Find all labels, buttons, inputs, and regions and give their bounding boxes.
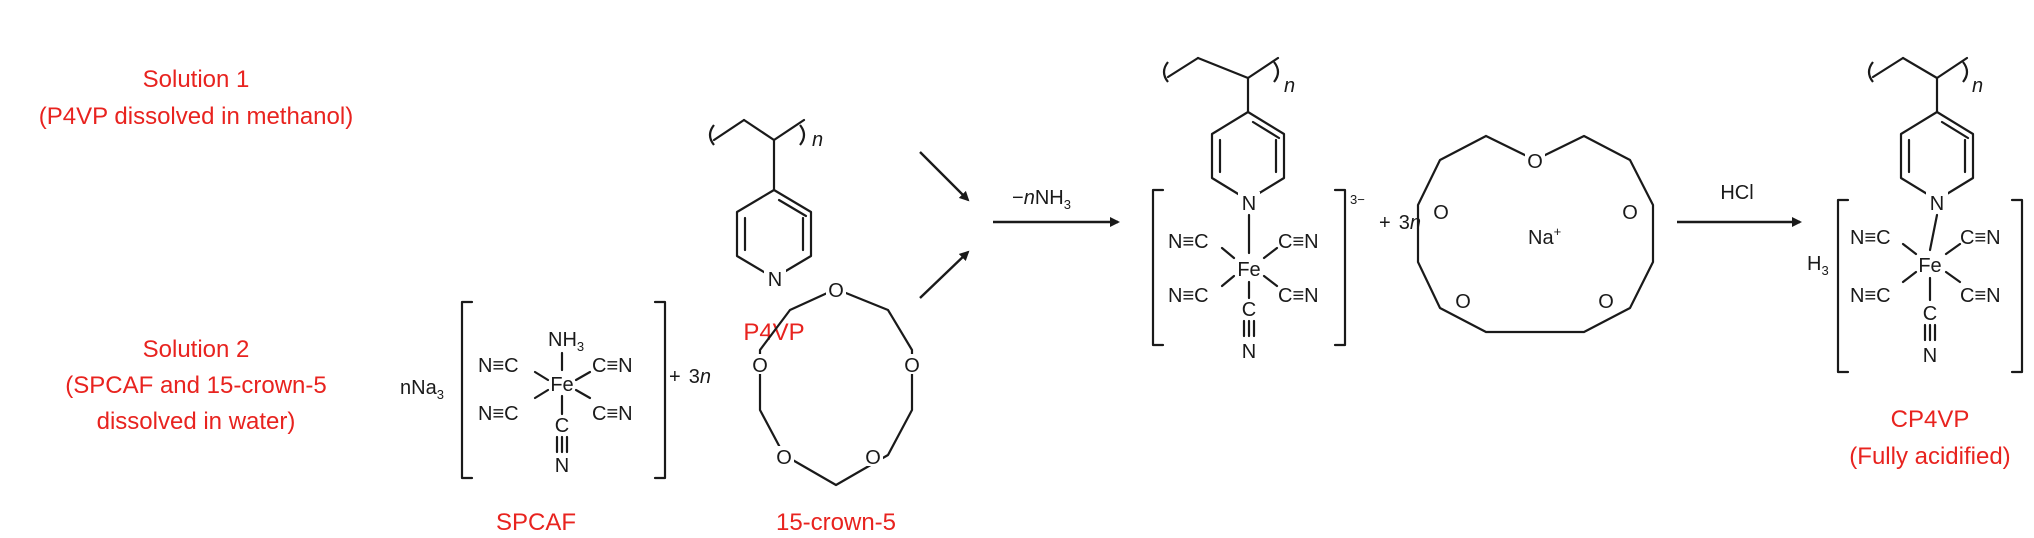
spcaf-coefficient: nNa3 [400, 377, 444, 402]
cp4vp-h3: H3 [1807, 253, 1829, 278]
cp4vp-cyano-bottom-c: C [1923, 303, 1937, 325]
spcaf-cyano-upper-right: C≡N [592, 355, 633, 377]
crown-na-o1: O [1527, 151, 1543, 173]
p4vp-structure [708, 118, 813, 280]
product-cyano-bottom-c: C [1242, 299, 1256, 321]
solution2-line3: dissolved in water) [97, 408, 296, 435]
arrow2-label: HCl [1720, 182, 1753, 204]
crown-na-o2: O [1622, 202, 1638, 224]
spcaf-cyano-lower-right: C≡N [592, 403, 633, 425]
product-cyano-upper-left: N≡C [1168, 231, 1209, 253]
crown-na-o5: O [1433, 202, 1449, 224]
spcaf-cyano-upper-left: N≡C [478, 355, 519, 377]
crown-left-o1: O [828, 280, 844, 302]
solution1-title: Solution 1 [143, 66, 250, 93]
product-repeat-n: n [1284, 75, 1295, 97]
spcaf-structure: NH3 Fe N≡C C≡N N≡C C≡N C N [478, 329, 633, 477]
cp4vp-sublabel: (Fully acidified) [1849, 443, 2010, 470]
arrow1-label: −nNH3 [1012, 187, 1071, 212]
crown-left-o2: O [904, 355, 920, 377]
product-polymer [1162, 56, 1286, 202]
cp4vp-pyridine-n: N [1930, 193, 1944, 215]
spcaf-label: SPCAF [496, 509, 576, 536]
crown-na-o4: O [1455, 291, 1471, 313]
solution-labels: Solution 1 (P4VP dissolved in methanol) … [39, 66, 353, 435]
cp4vp-fe-atom: Fe [1918, 255, 1941, 277]
spcaf-cyano-lower-left: N≡C [478, 403, 519, 425]
product-pyridine-n: N [1242, 193, 1256, 215]
spcaf-brackets [460, 300, 667, 480]
cp4vp-cyano-upper-right: C≡N [1960, 227, 2001, 249]
crown-ether-na [1416, 134, 1655, 334]
spcaf-cyano-bottom-c: C [555, 415, 569, 437]
cp4vp-cyano-lower-left: N≡C [1850, 285, 1891, 307]
spcaf-fe-atom: Fe [550, 374, 573, 396]
p4vp-n-atom: N [768, 269, 782, 291]
crown-left-o4: O [776, 447, 792, 469]
product-fe-atom: Fe [1237, 259, 1260, 281]
solution2-line2: (SPCAF and 15-crown-5 [65, 372, 326, 399]
crown-left-o3: O [865, 447, 881, 469]
crown-ether-left [758, 287, 914, 487]
crown-left-o5: O [752, 355, 768, 377]
product-brackets [1151, 188, 1347, 347]
sodium-ion: Na+ [1528, 224, 1561, 249]
p4vp-repeat-n: n [812, 129, 823, 151]
product-fe-center: Fe N≡C C≡N N≡C C≡N C N [1168, 213, 1319, 363]
product-charge: 3− [1350, 192, 1365, 207]
arrow-from-solution1 [919, 151, 970, 202]
product-cyano-lower-left: N≡C [1168, 285, 1209, 307]
product-cyano-bottom-n: N [1242, 341, 1256, 363]
cp4vp-brackets [1836, 198, 2024, 374]
crown-na-oxygens: O O O O O [1431, 150, 1640, 313]
cp4vp-label: CP4VP [1891, 406, 1970, 433]
solution1-description: (P4VP dissolved in methanol) [39, 103, 353, 130]
crown-label: 15-crown-5 [776, 509, 896, 536]
cp4vp-cyano-lower-right: C≡N [1960, 285, 2001, 307]
cp4vp-repeat-n: n [1972, 75, 1983, 97]
spcaf-cyano-bottom-n: N [555, 455, 569, 477]
cp4vp-polymer [1867, 56, 1975, 202]
crown-left-oxygens: O O O O O [750, 279, 922, 469]
crown-na-o3: O [1598, 291, 1614, 313]
plus-3n-crown: +3n [669, 366, 711, 388]
spcaf-nh3: NH3 [548, 329, 584, 354]
solution2-title: Solution 2 [143, 336, 250, 363]
cp4vp-fe-center: Fe N≡C C≡N N≡C C≡N C N [1850, 213, 2001, 367]
product-cyano-lower-right: C≡N [1278, 285, 1319, 307]
cp4vp-cyano-upper-left: N≡C [1850, 227, 1891, 249]
plus-3n-na-crown: +3n [1379, 212, 1421, 234]
cp4vp-cyano-bottom-n: N [1923, 345, 1937, 367]
arrow-from-solution2 [919, 250, 970, 299]
product-cyano-upper-right: C≡N [1278, 231, 1319, 253]
